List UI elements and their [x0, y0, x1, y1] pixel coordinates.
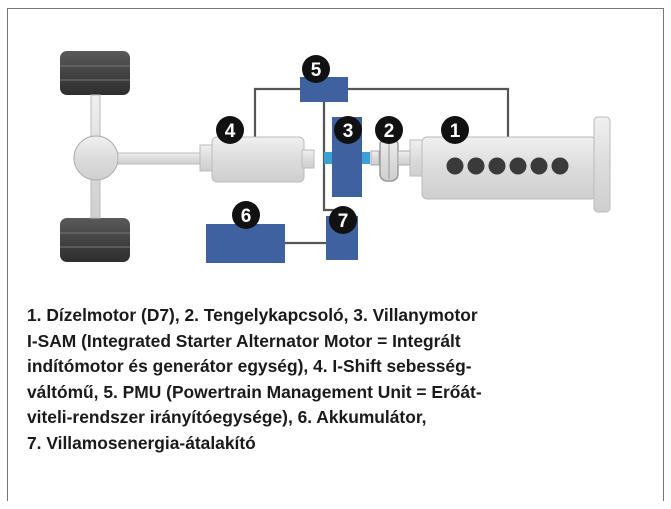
svg-text:4: 4 — [225, 121, 236, 142]
marker-2: 2 — [375, 116, 403, 144]
diesel-engine — [409, 116, 611, 213]
figure-frame — [7, 8, 664, 501]
rear-wheel-bottom — [60, 218, 130, 262]
battery — [206, 224, 285, 263]
engine-cylinders — [446, 157, 569, 175]
gearbox — [199, 136, 315, 183]
figure-caption: 1. Dízelmotor (D7), 2. Tengelykapcsoló, … — [27, 303, 657, 457]
caption-line: I-SAM (Integrated Starter Alternator Mot… — [27, 330, 461, 351]
caption-line: 7. Villamosenergia-átalakító — [27, 432, 256, 453]
frame-left-edge — [7, 484, 8, 501]
svg-text:1: 1 — [450, 121, 461, 142]
clutch — [370, 137, 411, 182]
svg-text:7: 7 — [338, 211, 349, 232]
marker-4: 4 — [216, 116, 244, 144]
svg-text:6: 6 — [241, 206, 252, 227]
hybrid-drivetrain-diagram: 1 2 3 4 5 6 7 — [60, 51, 611, 263]
marker-1: 1 — [441, 116, 469, 144]
marker-3: 3 — [334, 116, 362, 144]
marker-6: 6 — [232, 201, 260, 229]
rear-axle — [60, 51, 201, 262]
caption-line: váltómű, 5. PMU (Powertrain Management U… — [27, 381, 482, 402]
svg-text:5: 5 — [311, 60, 322, 81]
marker-5: 5 — [302, 55, 330, 83]
marker-7: 7 — [329, 206, 357, 234]
svg-text:3: 3 — [343, 121, 354, 142]
caption-line: viteli-rendszer irányítóegysége), 6. Akk… — [27, 407, 427, 428]
rear-wheel-top — [60, 51, 130, 95]
differential — [73, 135, 119, 181]
caption-line: 1. Dízelmotor (D7), 2. Tengelykapcsoló, … — [27, 305, 478, 325]
number-markers: 1 2 3 4 5 6 7 — [216, 55, 469, 234]
propeller-shaft — [117, 152, 201, 165]
pmu-unit — [300, 77, 348, 102]
caption-line: indítómotor és generátor egység), 4. I-S… — [27, 356, 472, 377]
svg-text:2: 2 — [384, 121, 395, 142]
